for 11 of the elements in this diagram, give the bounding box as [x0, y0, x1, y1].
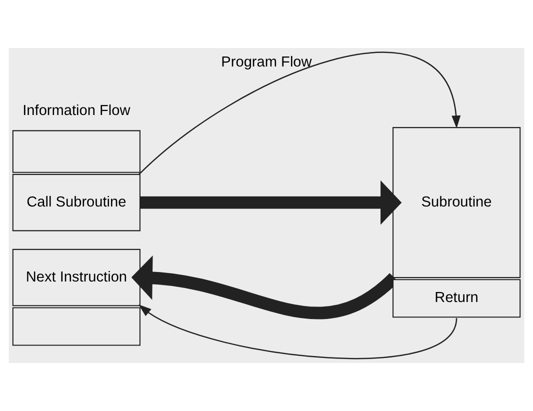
arrow — [140, 180, 402, 225]
edge-label: Program Flow — [221, 54, 312, 70]
arrow — [138, 52, 461, 175]
node-box — [12, 307, 140, 346]
arrow — [138, 304, 458, 360]
node-box: Return — [392, 279, 521, 318]
node-box: Subroutine — [392, 127, 521, 278]
node-box — [12, 130, 140, 173]
node-box: Call Subroutine — [12, 174, 140, 232]
label: Information Flow — [22, 102, 130, 119]
node-box: Next Instruction — [12, 248, 140, 306]
